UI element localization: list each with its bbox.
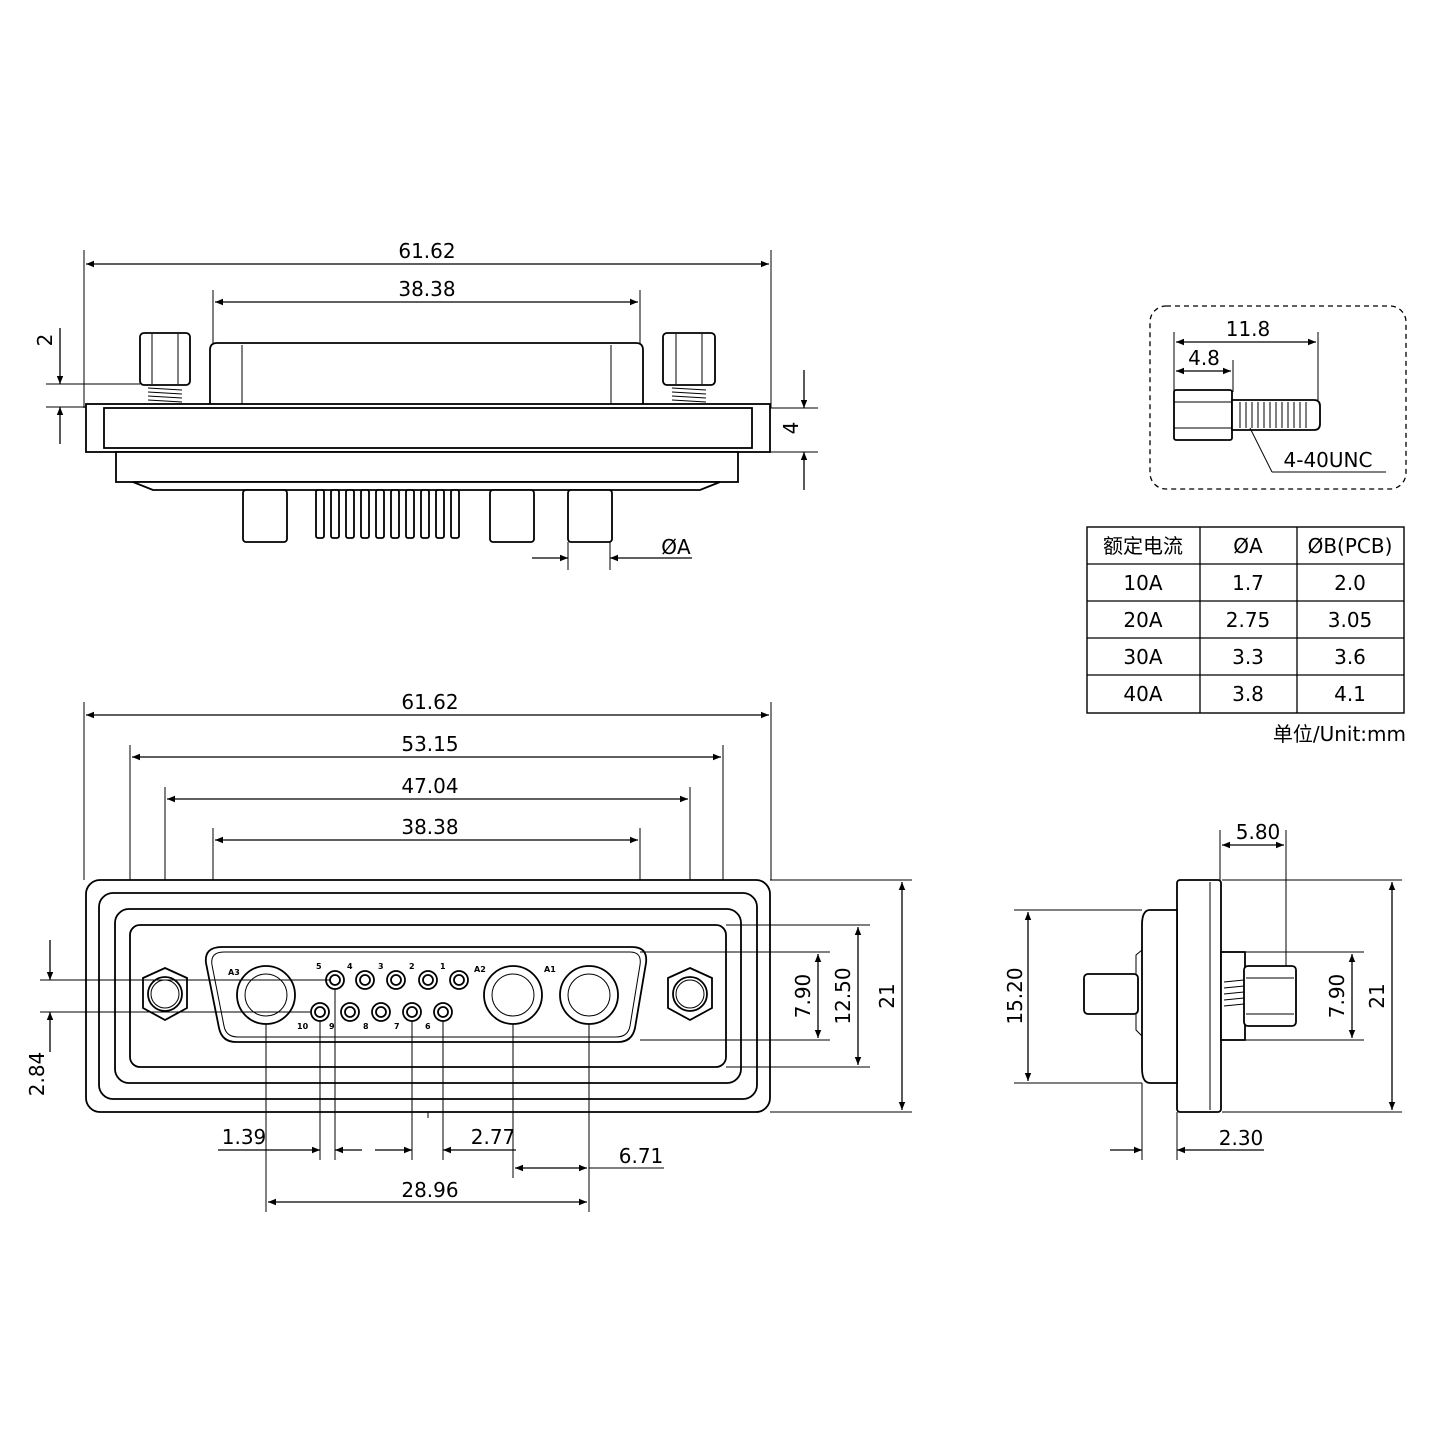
front-pitch-signal: 2.77 — [471, 1125, 516, 1149]
pin-label-3: 3 — [378, 962, 384, 971]
side-height-overall: 21 — [1365, 983, 1389, 1008]
pin-label-10: 10 — [297, 1022, 309, 1031]
pin-label-a1: A1 — [544, 965, 556, 974]
side-hex-nut — [1243, 965, 1297, 1027]
pin-label-a2: A2 — [474, 965, 486, 974]
table-header-b: ØB(PCB) — [1308, 534, 1393, 558]
front-height-shell: 12.50 — [831, 967, 855, 1024]
top-height-flange: 4 — [779, 422, 803, 435]
front-pitch-small: 1.39 — [222, 1125, 267, 1149]
table-cell: 2.75 — [1226, 608, 1271, 632]
table-cell: 3.6 — [1334, 645, 1366, 669]
front-width-overall: 61.62 — [401, 690, 458, 714]
detail-frame — [1149, 305, 1407, 490]
top-width-shell: 38.38 — [398, 277, 455, 301]
screw-detail: 11.8 4.8 4-40UNC — [1149, 305, 1407, 490]
front-width-holes: 47.04 — [401, 774, 458, 798]
table-header-a: ØA — [1233, 534, 1263, 558]
spec-table: 额定电流 ØA ØB(PCB) 10A 1.7 2.0 20A 2.75 3.0… — [1086, 526, 1406, 746]
front-width-shell: 38.38 — [401, 815, 458, 839]
top-width-overall: 61.62 — [398, 239, 455, 263]
table-cell: 3.8 — [1232, 682, 1264, 706]
pin-label-7: 7 — [394, 1022, 400, 1031]
table-cell: 3.3 — [1232, 645, 1264, 669]
table-cell: 40A — [1123, 682, 1162, 706]
side-view: 5.80 15.20 7.90 21 2.30 — [1003, 820, 1402, 1160]
top-view: 61.62 38.38 — [33, 239, 818, 570]
side-depth-flange: 2.30 — [1219, 1126, 1264, 1150]
pin-label-2: 2 — [409, 962, 415, 971]
top-pin-diameter: ØA — [661, 535, 691, 559]
top-height-screw: 2 — [33, 334, 57, 347]
unit-note: 单位/Unit:mm — [1273, 722, 1406, 746]
detail-length-hex: 4.8 — [1188, 346, 1220, 370]
pin-label-1: 1 — [440, 962, 446, 971]
front-height-pins: 7.90 — [791, 974, 815, 1019]
side-flange — [1176, 879, 1222, 1113]
front-span-power: 28.96 — [401, 1178, 458, 1202]
pin-label-9: 9 — [329, 1022, 335, 1031]
table-cell: 2.0 — [1334, 571, 1366, 595]
top-hex-right — [662, 332, 716, 386]
pin-label-a3: A3 — [228, 968, 240, 977]
table-cell: 30A — [1123, 645, 1162, 669]
front-height-overall: 21 — [875, 983, 899, 1008]
front-width-holes-outer: 53.15 — [401, 732, 458, 756]
pin-label-4: 4 — [347, 962, 353, 971]
top-hex-left — [139, 332, 191, 386]
table-cell: 3.05 — [1328, 608, 1373, 632]
side-height-body: 15.20 — [1003, 967, 1027, 1024]
side-height-pins: 7.90 — [1325, 974, 1349, 1019]
power-contact-a1 — [559, 965, 619, 1025]
pin-label-6: 6 — [425, 1022, 431, 1031]
table-cell: 20A — [1123, 608, 1162, 632]
table-header-current: 额定电流 — [1103, 534, 1183, 558]
pin-label-8: 8 — [363, 1022, 369, 1031]
front-pitch-power: 6.71 — [619, 1144, 664, 1168]
power-contact-a2 — [483, 965, 543, 1025]
side-width-top: 5.80 — [1236, 820, 1281, 844]
front-offset-left: 2.84 — [25, 1052, 49, 1097]
pin-label-5: 5 — [316, 962, 322, 971]
front-view: 61.62 53.15 47.04 38.38 — [25, 690, 912, 1212]
detail-thread: 4-40UNC — [1284, 448, 1373, 472]
table-cell: 4.1 — [1334, 682, 1366, 706]
power-contact-a3 — [236, 965, 296, 1025]
table-cell: 1.7 — [1232, 571, 1264, 595]
detail-length-total: 11.8 — [1226, 317, 1271, 341]
top-shell — [209, 342, 644, 404]
table-cell: 10A — [1123, 571, 1162, 595]
